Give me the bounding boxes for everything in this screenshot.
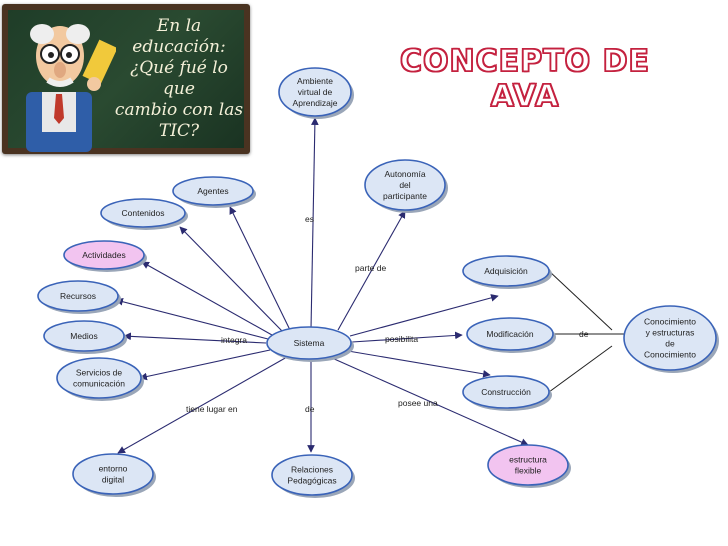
- node-label: digital: [102, 475, 124, 485]
- node-label: Recursos: [60, 291, 96, 301]
- chalkboard: En la educación: ¿Qué fué lo que cambio …: [2, 4, 250, 154]
- node-label: del: [399, 180, 410, 190]
- edge-sistema-estructura: [331, 357, 529, 446]
- node-modificacion: Modificación: [466, 317, 556, 353]
- edge-sistema-agentes: [229, 206, 291, 331]
- node-label: flexible: [515, 466, 542, 476]
- node-label: Construcción: [481, 387, 531, 397]
- edge-label-es: es: [305, 214, 314, 224]
- node-shape: [364, 159, 446, 211]
- node-label: comunicación: [73, 379, 125, 389]
- node-label: Adquisición: [484, 266, 528, 276]
- node-label: estructura: [509, 455, 547, 465]
- node-label: Pedagógicas: [287, 476, 336, 486]
- node-label: Servicios de: [76, 368, 123, 378]
- node-shape: [56, 357, 142, 399]
- node-shape: [278, 67, 352, 117]
- node-shape: [466, 317, 554, 351]
- node-shape: [63, 240, 145, 270]
- node-label: Modificación: [486, 329, 534, 339]
- node-agentes: Agentes: [172, 176, 256, 208]
- edge-label-tiene-lugar-en: tiene lugar en: [186, 404, 238, 414]
- edge-label-integra: integra: [221, 335, 247, 345]
- node-shape: [37, 280, 119, 312]
- board-line: TIC?: [158, 121, 200, 141]
- edge-sistema-recursos: [115, 297, 269, 340]
- board-line: cambio con las: [114, 100, 244, 120]
- node-shape: [462, 375, 550, 409]
- node-contenidos: Contenidos: [100, 198, 188, 230]
- node-label: Ambiente: [297, 76, 333, 86]
- edge-sistema-ava: [310, 117, 319, 330]
- chalkboard-text: En la educación: ¿Qué fué lo que cambio …: [114, 16, 244, 142]
- node-adquisicion: Adquisición: [462, 255, 552, 289]
- node-shape: [43, 320, 125, 352]
- edge-sistema-entorno: [117, 356, 288, 454]
- edge-label-posibilita: posibilita: [385, 334, 418, 344]
- edges: [115, 117, 624, 454]
- edge-sistema-modificacion: [351, 331, 463, 343]
- node-label: Aprendizaje: [293, 98, 338, 108]
- teacher-cartoon-icon: [26, 24, 116, 152]
- node-recursos: Recursos: [37, 280, 121, 314]
- edge-label-de-conocimiento: de: [579, 329, 589, 339]
- edge-label-posee-una: posee una: [398, 398, 438, 408]
- node-sistema: Sistema: [266, 326, 354, 362]
- page-title: CONCEPTO DE AVA: [399, 43, 650, 115]
- node-label: Relaciones: [291, 465, 333, 475]
- node-label: Autonomía: [384, 169, 425, 179]
- node-label: Sistema: [294, 338, 325, 348]
- edge-sistema-medios: [123, 332, 267, 344]
- node-label: Actividades: [82, 250, 125, 260]
- board-line: En la: [156, 16, 202, 36]
- edge-sistema-adquisicion: [349, 294, 499, 337]
- board-line: ¿Qué fué lo que: [130, 58, 228, 99]
- node-shape: [623, 305, 717, 371]
- node-shape: [100, 198, 186, 228]
- node-label: Medios: [70, 331, 97, 341]
- edge-sistema-servicios: [139, 349, 271, 381]
- node-actividades: Actividades: [63, 240, 147, 272]
- edge-sistema-autonomia: [337, 210, 406, 331]
- node-label: Conocimiento: [644, 350, 696, 360]
- edge-label-de-relaciones: de: [305, 404, 315, 414]
- edge-labels: es parte de integra posibilita de tiene …: [186, 214, 589, 414]
- node-label: virtual de: [298, 87, 333, 97]
- node-construccion: Construcción: [462, 375, 552, 411]
- node-shape: [487, 444, 569, 486]
- node-label: Agentes: [197, 186, 228, 196]
- node-label: Conocimiento: [644, 317, 696, 327]
- edge-sistema-actividades: [141, 261, 273, 336]
- edge-to-conocimiento-2: [548, 345, 613, 393]
- edge-label-parte-de: parte de: [355, 263, 386, 273]
- node-label: participante: [383, 191, 427, 201]
- edge-to-conocimiento-0: [548, 270, 613, 331]
- node-shape: [172, 176, 254, 206]
- node-label: de: [665, 339, 675, 349]
- node-label: Contenidos: [121, 208, 164, 218]
- node-shape: [266, 326, 352, 360]
- edge-sistema-contenidos: [179, 226, 284, 333]
- node-medios: Medios: [43, 320, 127, 354]
- node-label: entorno: [99, 464, 128, 474]
- node-shape: [271, 454, 353, 496]
- node-label: y estructuras: [646, 328, 695, 338]
- node-shape: [462, 255, 550, 287]
- board-line: educación:: [132, 37, 226, 57]
- edge-sistema-construccion: [347, 350, 491, 378]
- node-shape: [72, 453, 154, 495]
